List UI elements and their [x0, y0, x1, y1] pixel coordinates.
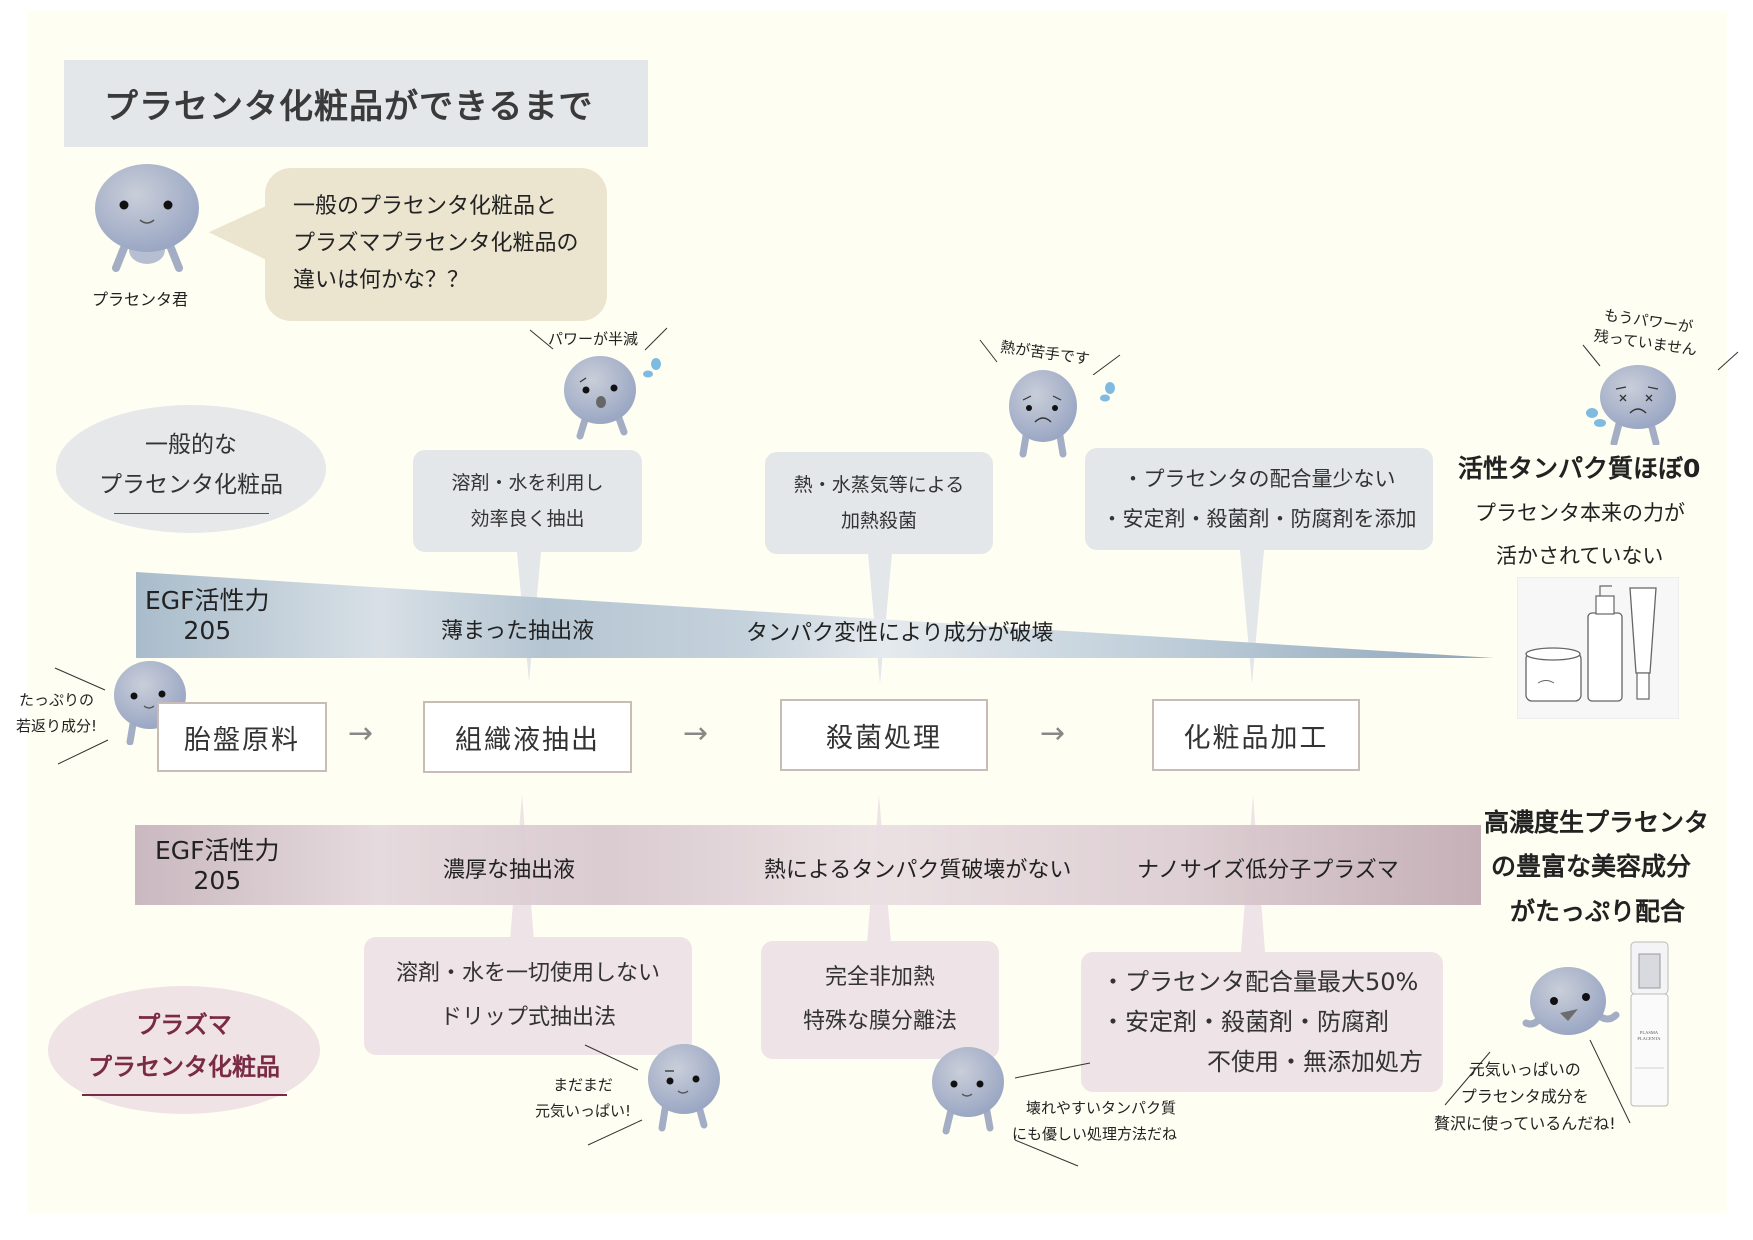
step-raw-material: 胎盤原料: [157, 702, 327, 772]
page-title: プラセンタ化粧品ができるまで: [104, 87, 594, 127]
egf-value: 205: [193, 866, 242, 895]
mascot-wink-icon: [648, 1044, 720, 1132]
step-tissue-extraction: 組織液抽出: [423, 701, 632, 773]
band-text: ナノサイズ低分子プラズマ: [1137, 858, 1399, 883]
info-box-extraction-plasma: 溶剤・水を一切使用しない ドリップ式抽出法: [364, 937, 692, 1055]
plasma-result-line: 高濃度生プラセンタ: [1484, 808, 1710, 837]
speech-lines: [979, 339, 1121, 375]
mascot-sad-icon: [1009, 370, 1115, 458]
comment-line: 元気いっぱい!: [535, 1102, 632, 1120]
band-text: 薄まった抽出液: [441, 619, 595, 644]
info-line: 熱・水蒸気等による: [793, 474, 965, 496]
speech-lines: [584, 1044, 643, 1146]
comment-line: 壊れやすいタンパク質: [1026, 1099, 1177, 1117]
label-line: プラセンタ化粧品: [88, 1053, 280, 1081]
info-line: ・プラセンタの配合量少ない: [1122, 467, 1396, 491]
question-line: 違いは何かな？？: [293, 268, 470, 293]
plasma-result-line: の豊富な美容成分: [1491, 852, 1692, 881]
general-result-line: 活かされていない: [1496, 544, 1664, 568]
product-label-line: PLASMA: [1640, 1030, 1659, 1035]
step-sterilization: 殺菌処理: [780, 699, 988, 771]
plasma-egf: EGF活性力 205: [155, 836, 280, 896]
mascot-exhausted-icon: [1586, 365, 1676, 445]
info-line: ・プラセンタ配合量最大50%: [1101, 968, 1419, 996]
info-box-processing-general: ・プラセンタの配合量少ない ・安定剤・殺菌剤・防腐剤を添加: [1085, 448, 1433, 550]
egf-label: EGF活性力: [145, 586, 270, 615]
mascot-content-icon: [932, 1047, 1004, 1135]
general-egf-band: [136, 572, 1494, 658]
info-box-sterilization-general: 熱・水蒸気等による 加熱殺菌: [765, 452, 993, 554]
flow-arrow-icon: →: [683, 716, 709, 751]
band-text: 熱によるタンパク質破壊がない: [764, 858, 1072, 883]
speech-bubble-tail: [206, 206, 274, 272]
info-box-extraction-general: 溶剤・水を利用し 効率良く抽出: [413, 450, 642, 552]
info-line: 完全非加熱: [824, 965, 935, 990]
question-line: プラズマプラセンタ化粧品の: [293, 231, 579, 256]
intro-question-bubble: 一般のプラセンタ化粧品と プラズマプラセンタ化粧品の 違いは何かな？？: [265, 168, 607, 321]
egf-label: EGF活性力: [155, 836, 280, 865]
speech-lines: [1582, 344, 1739, 371]
mascot-worried-icon: [564, 356, 661, 440]
start-comment: たっぷりの 若返り成分!: [16, 687, 97, 739]
underline: [81, 1094, 287, 1096]
general-products-illustration: [1517, 577, 1679, 719]
speech-lines: [54, 667, 109, 765]
plasma-egf-band: [135, 825, 1481, 905]
mascot-name: プラセンタ君: [92, 290, 189, 309]
product-label-line: PLACENTA: [1637, 1036, 1661, 1041]
info-line: 効率良く抽出: [470, 508, 585, 530]
info-box-processing-plasma: ・プラセンタ配合量最大50% ・安定剤・殺菌剤・防腐剤 不使用・無添加処方: [1081, 952, 1443, 1092]
info-line: ・安定剤・殺菌剤・防腐剤: [1101, 1008, 1389, 1036]
label-line: プラセンタ化粧品: [99, 471, 283, 498]
info-line: ・安定剤・殺菌剤・防腐剤を添加: [1101, 507, 1417, 531]
mascot-comment: 元気いっぱいの プラセンタ成分を 贅沢に使っているんだね!: [1434, 1056, 1616, 1137]
general-product-label: 一般的な プラセンタ化粧品: [56, 405, 326, 533]
question-line: 一般のプラセンタ化粧品と: [293, 194, 558, 219]
mascot-comment: 壊れやすいタンパク質 にも優しい処理方法だね: [1012, 1095, 1177, 1147]
info-line: ドリップ式抽出法: [439, 1005, 616, 1030]
info-line: 特殊な膜分離法: [802, 1009, 957, 1034]
plasma-result-line: がたっぷり配合: [1510, 897, 1686, 926]
comment-line: 若返り成分!: [16, 717, 98, 735]
general-result-line: プラセンタ本来の力が: [1475, 501, 1685, 525]
plasma-product-label: プラズマ プラセンタ化粧品: [48, 986, 320, 1114]
speech-lines: [1444, 1039, 1631, 1124]
speech-lines: [1014, 1062, 1091, 1167]
info-line: 溶剤・水を一切使用しない: [395, 961, 660, 986]
comment-line: たっぷりの: [19, 691, 95, 709]
flow-arrow-icon: →: [348, 716, 374, 751]
step-cosmetic-processing: 化粧品加工: [1152, 699, 1360, 771]
plasma-product-bottle-illustration: PLASMA PLACENTA: [1630, 941, 1669, 1107]
speech-lines: [529, 327, 668, 351]
comment-line: 元気いっぱいの: [1468, 1060, 1581, 1079]
info-box-sterilization-plasma: 完全非加熱 特殊な膜分離法: [761, 941, 999, 1059]
comment-line: にも優しい処理方法だね: [1012, 1125, 1178, 1143]
info-line: 加熱殺菌: [840, 510, 917, 532]
band-text: タンパク変性により成分が破壊: [746, 621, 1054, 646]
label-line: プラズマ: [136, 1011, 232, 1039]
info-line: 溶剤・水を利用し: [451, 472, 604, 494]
label-line: 一般的な: [145, 431, 237, 458]
mascot-comment: パワーが半減: [548, 330, 639, 348]
comment-line: プラセンタ成分を: [1460, 1087, 1589, 1106]
page-title-box: プラセンタ化粧品ができるまで: [64, 60, 648, 147]
mascot-comment: まだまだ 元気いっぱい!: [535, 1072, 631, 1124]
callout-pointer: [1240, 550, 1264, 684]
general-result-title: 活性タンパク質ほぼ0: [1458, 454, 1701, 483]
flow-arrow-icon: →: [1040, 716, 1066, 751]
egf-value: 205: [183, 616, 232, 645]
band-text: 濃厚な抽出液: [443, 858, 576, 883]
general-egf: EGF活性力 205: [145, 586, 270, 646]
mascot-happy-icon: [95, 164, 199, 272]
mascot-cheerful-icon: [1522, 967, 1620, 1035]
info-line: 不使用・無添加処方: [1207, 1048, 1423, 1076]
comment-line: まだまだ: [553, 1076, 613, 1094]
underline: [113, 512, 269, 514]
comment-line: 贅沢に使っているんだね!: [1434, 1114, 1616, 1133]
